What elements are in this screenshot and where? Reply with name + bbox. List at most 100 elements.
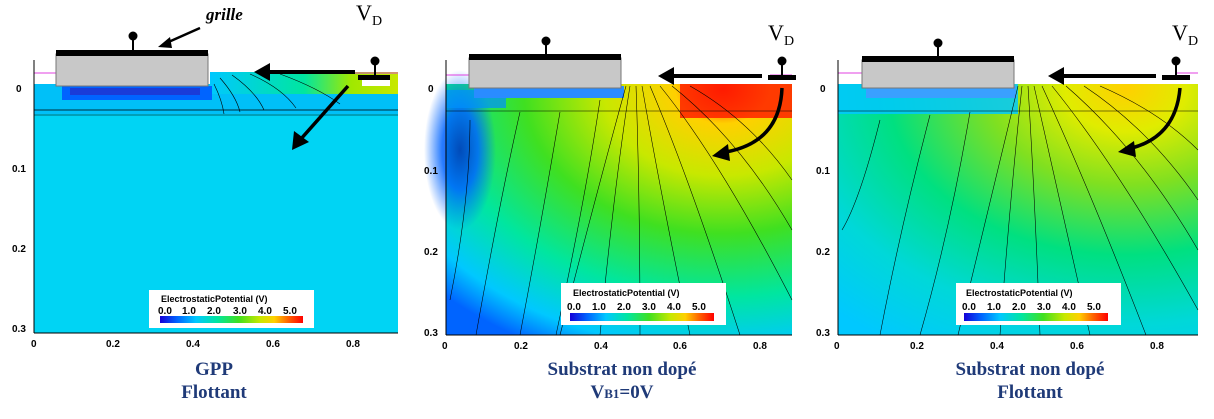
drain-voltage-label: V bbox=[768, 20, 784, 45]
x-tick-label: 0 bbox=[834, 341, 840, 352]
source-well-core bbox=[70, 88, 200, 95]
legend-title: ElectrostaticPotential (V) bbox=[573, 288, 680, 298]
low-potential-well bbox=[424, 70, 496, 230]
legend-tick: 0.0 bbox=[158, 306, 172, 317]
legend-colorbar bbox=[160, 316, 303, 323]
curved-field-arrow bbox=[725, 87, 784, 154]
x-tick-label: 0.6 bbox=[673, 341, 687, 352]
legend-tick: 5.0 bbox=[283, 306, 297, 317]
drain-terminal-node bbox=[1171, 56, 1181, 66]
drain-voltage-subscript: D bbox=[784, 34, 794, 49]
legend-tick: 1.0 bbox=[987, 302, 1001, 313]
y-tick-label: 0.2 bbox=[424, 247, 438, 258]
legend-tick: 4.0 bbox=[667, 302, 681, 313]
gate-terminal-node bbox=[128, 31, 138, 41]
drain-voltage-label: V bbox=[1172, 20, 1188, 45]
vertical-field-arrow bbox=[298, 84, 350, 142]
gate-electrode bbox=[55, 53, 209, 87]
gate-terminal-node bbox=[541, 36, 551, 46]
legend-tick-labels: 0.0 1.0 2.0 3.0 4.0 5.0 bbox=[567, 302, 706, 313]
x-tick-label: 0.2 bbox=[910, 341, 924, 352]
panel-undoped-floating: V D ElectrostaticPotential (V) 0.0 1.0 2… bbox=[816, 20, 1199, 352]
panel-undoped-vb1-0v: V D ElectrostaticPotential (V) 0.0 1.0 2… bbox=[424, 20, 796, 352]
y-tick-label: 0.2 bbox=[816, 247, 830, 258]
caption-panel-2: Substrat non dopé VB1=0V bbox=[472, 358, 772, 405]
drain-voltage-subscript: D bbox=[372, 14, 382, 29]
gate-electrode bbox=[861, 59, 1015, 89]
legend-tick: 2.0 bbox=[207, 306, 221, 317]
caption-line-1: Substrat non dopé bbox=[547, 359, 697, 380]
source-well bbox=[866, 86, 1016, 98]
drain-region bbox=[362, 80, 390, 86]
legend-tick: 4.0 bbox=[1062, 302, 1076, 313]
curved-field-arrowhead bbox=[712, 144, 730, 161]
red-hotspot bbox=[680, 84, 792, 118]
drain-contact-bar bbox=[768, 75, 796, 80]
caption-line-1: Substrat non dopé bbox=[955, 359, 1105, 380]
x-tick-label: 0 bbox=[442, 341, 448, 352]
vb1-value: =0V bbox=[619, 382, 654, 403]
drain-contact-bar bbox=[358, 75, 390, 80]
legend-tick-labels: 0.0 1.0 2.0 3.0 4.0 5.0 bbox=[962, 302, 1101, 313]
panel-gpp-floating: grille V D ElectrostaticPotential (V) 0.… bbox=[12, 0, 398, 350]
gate-terminal-node bbox=[933, 38, 943, 48]
legend-tick: 0.0 bbox=[962, 302, 976, 313]
x-tick-label: 0.8 bbox=[346, 339, 360, 350]
grille-label: grille bbox=[205, 5, 243, 24]
caption-line-2: VB1=0V bbox=[472, 381, 772, 405]
legend-tick: 3.0 bbox=[642, 302, 656, 313]
x-tick-label: 0.8 bbox=[753, 341, 767, 352]
drain-voltage-subscript: D bbox=[1188, 34, 1198, 49]
gate-contact-bar bbox=[469, 54, 621, 60]
lateral-field-arrowhead bbox=[1048, 67, 1064, 85]
grille-pointer-head bbox=[158, 37, 172, 48]
legend-tick: 5.0 bbox=[1087, 302, 1101, 313]
y-tick-label: 0.3 bbox=[816, 328, 830, 339]
legend-tick: 2.0 bbox=[1012, 302, 1026, 313]
drain-voltage-label: V bbox=[356, 0, 372, 25]
vb1-subscript: B1 bbox=[604, 386, 620, 401]
legend-tick-labels: 0.0 1.0 2.0 3.0 4.0 5.0 bbox=[158, 306, 297, 317]
x-tick-label: 0.4 bbox=[594, 341, 608, 352]
legend-tick: 4.0 bbox=[258, 306, 272, 317]
y-tick-label: 0.1 bbox=[12, 164, 26, 175]
drain-terminal-node bbox=[777, 56, 787, 66]
x-tick-label: 0.4 bbox=[186, 339, 200, 350]
legend-title: ElectrostaticPotential (V) bbox=[966, 288, 1073, 298]
y-tick-label: 0.3 bbox=[12, 324, 26, 335]
vb1-main: V bbox=[590, 382, 605, 403]
y-tick-label: 0.2 bbox=[12, 244, 26, 255]
x-tick-label: 0.8 bbox=[1150, 341, 1164, 352]
y-tick-label: 0 bbox=[428, 84, 434, 95]
x-tick-label: 0 bbox=[31, 339, 37, 350]
legend-tick: 3.0 bbox=[1037, 302, 1051, 313]
y-tick-label: 0 bbox=[820, 84, 826, 95]
legend-tick: 0.0 bbox=[567, 302, 581, 313]
vertical-field-arrowhead bbox=[292, 131, 309, 150]
x-tick-label: 0.2 bbox=[514, 341, 528, 352]
legend-tick: 2.0 bbox=[617, 302, 631, 313]
y-tick-label: 0.1 bbox=[816, 166, 830, 177]
legend-colorbar bbox=[964, 313, 1108, 321]
caption-line-2: Flottant bbox=[997, 382, 1063, 403]
legend-tick: 3.0 bbox=[233, 306, 247, 317]
legend-tick: 5.0 bbox=[692, 302, 706, 313]
curved-field-arrow bbox=[1131, 87, 1182, 150]
source-well bbox=[474, 86, 624, 98]
caption-line-2: Flottant bbox=[181, 382, 247, 403]
caption-line-1: GPP bbox=[195, 359, 233, 380]
caption-panel-3: Substrat non dopé Flottant bbox=[880, 358, 1180, 404]
y-tick-label: 0.1 bbox=[424, 166, 438, 177]
legend-tick: 1.0 bbox=[592, 302, 606, 313]
lateral-field-arrowhead bbox=[254, 63, 270, 81]
legend-tick: 1.0 bbox=[182, 306, 196, 317]
gate-contact-bar bbox=[862, 56, 1014, 62]
curved-field-arrowhead bbox=[1118, 141, 1136, 157]
y-tick-label: 0.3 bbox=[424, 328, 438, 339]
drain-contact-bar bbox=[1162, 75, 1190, 80]
gate-electrode bbox=[468, 57, 622, 89]
y-tick-label: 0 bbox=[16, 84, 22, 95]
contour-lines bbox=[213, 73, 341, 115]
x-tick-label: 0.2 bbox=[106, 339, 120, 350]
gate-contact-bar bbox=[56, 50, 208, 56]
